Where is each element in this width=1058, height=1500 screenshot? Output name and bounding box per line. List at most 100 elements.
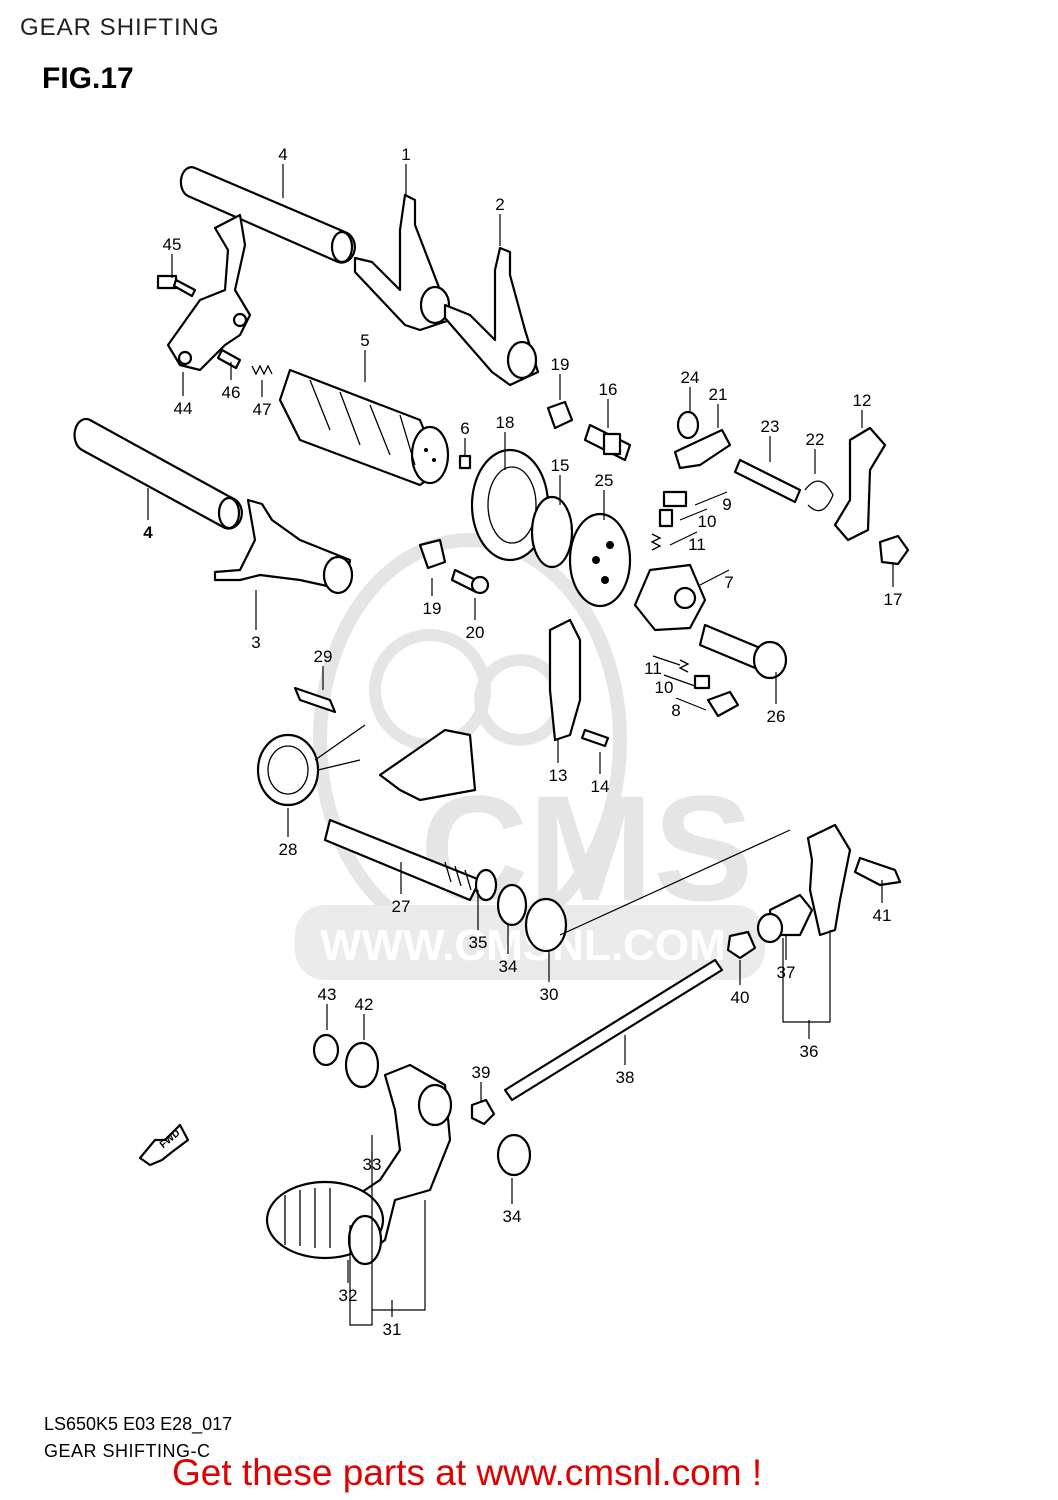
callout-number: 14 (591, 777, 610, 796)
cta-link[interactable]: Get these parts at www.cmsnl.com ! (172, 1452, 763, 1493)
watermark-url: WWW.CMSNL.COM (320, 921, 726, 970)
callout-20: 20 (466, 598, 485, 642)
callout-number: 12 (853, 391, 872, 410)
callout-33: 33 (363, 1152, 382, 1174)
callout-number: 5 (360, 331, 369, 350)
callout-number: 8 (671, 701, 680, 720)
callout-number: 2 (495, 195, 504, 214)
callout-18: 18 (496, 413, 515, 470)
part-seal-30 (524, 897, 568, 953)
callout-number: 3 (251, 633, 260, 652)
callout-9: 9 (694, 491, 732, 514)
callout-number: 1 (401, 145, 410, 164)
callout-10: 10 (679, 508, 716, 531)
callout-number: 34 (499, 957, 518, 976)
callout-number: 24 (681, 368, 700, 387)
callout-number: 21 (709, 385, 728, 404)
callout-46: 46 (222, 362, 240, 402)
page-title: GEAR SHIFTING (20, 14, 220, 41)
callout-10b: 10 (655, 674, 696, 697)
shaft-axis-line (559, 829, 791, 936)
callout-number: 4 (278, 145, 287, 164)
callout-number: 33 (363, 1155, 382, 1174)
callout-number: 13 (549, 766, 568, 785)
part-washer-34 (496, 883, 528, 927)
callout-number: 23 (761, 417, 780, 436)
callout-2: 2 (495, 195, 505, 246)
callout-27: 27 (392, 862, 410, 916)
callout-number: 6 (460, 419, 469, 438)
callout-14: 14 (591, 752, 610, 796)
callout-34b: 34 (503, 1178, 521, 1226)
callout-41: 41 (873, 880, 892, 925)
part-pin-10-lower (693, 674, 711, 690)
callout-17: 17 (884, 562, 903, 609)
callout-leader (675, 697, 707, 711)
callout-32: 32 (339, 1260, 357, 1305)
part-clip-8 (706, 690, 740, 718)
callout-1: 1 (401, 145, 411, 196)
callout-38: 38 (616, 1035, 634, 1087)
callout-21: 21 (709, 385, 728, 428)
part-washer-34-lower (496, 1133, 532, 1177)
part-spring-11-lower (678, 659, 690, 673)
part-screw-20 (450, 568, 490, 595)
part-bolt-29 (293, 686, 337, 714)
callout-number: 42 (355, 995, 374, 1014)
callout-number: 39 (472, 1063, 491, 1082)
callout-number: 44 (174, 399, 193, 418)
part-spring-11 (650, 533, 662, 551)
part-pin-10 (658, 508, 674, 528)
callout-number: 22 (806, 430, 825, 449)
part-gearshift-rod-38 (503, 958, 724, 1102)
callout-15: 15 (551, 456, 570, 505)
part-fork-shaft-lower (73, 417, 243, 530)
callout-23: 23 (761, 417, 780, 462)
callout-number: 10 (655, 678, 674, 697)
callout-number: 7 (724, 573, 733, 592)
callout-number: 20 (466, 623, 485, 642)
callout-leader (699, 569, 730, 586)
part-bolt-41 (853, 856, 902, 887)
callout-number: 15 (551, 456, 570, 475)
callout-6: 6 (460, 419, 470, 456)
callout-number: 35 (469, 933, 488, 952)
callout-11b: 11 (644, 655, 681, 678)
callout-28: 28 (279, 808, 298, 859)
part-bolt-26 (698, 623, 788, 680)
callout-16: 16 (599, 380, 617, 428)
callout-45: 45 (163, 235, 181, 278)
callout-22: 22 (806, 430, 825, 474)
callout-number: 26 (767, 707, 786, 726)
callout-number: 37 (777, 963, 796, 982)
callout-number: 29 (314, 647, 333, 666)
callout-number: 40 (731, 988, 750, 1007)
part-shift-fork-1 (353, 193, 452, 332)
part-cap-9 (662, 490, 688, 508)
part-circlip-35 (474, 868, 498, 902)
part-nut-39 (470, 1098, 496, 1126)
part-bolt-16 (583, 423, 632, 462)
callout-number: 28 (279, 840, 298, 859)
model-code: LS650K5 E03 E28_017 (44, 1414, 233, 1434)
callout-35: 35 (469, 890, 488, 952)
callout-number: 31 (383, 1320, 402, 1339)
callout-number: 11 (688, 535, 706, 554)
part-screw-14 (580, 728, 610, 748)
callout-12: 12 (853, 391, 872, 428)
part-cam-gear (633, 563, 707, 632)
callout-19b: 19 (423, 578, 441, 618)
part-spring-22 (804, 480, 834, 512)
callout-number: 9 (722, 495, 731, 514)
watermark-brand: CMS (420, 764, 753, 932)
part-cam-plate (568, 512, 632, 608)
callout-leader (652, 655, 681, 666)
callout-number: 18 (496, 413, 515, 432)
callout-number: 36 (800, 1042, 819, 1061)
callout-number: 41 (873, 906, 892, 925)
callout-number: 17 (884, 590, 903, 609)
callout-24: 24 (681, 368, 700, 412)
part-gearshift-arm-36 (756, 823, 852, 944)
